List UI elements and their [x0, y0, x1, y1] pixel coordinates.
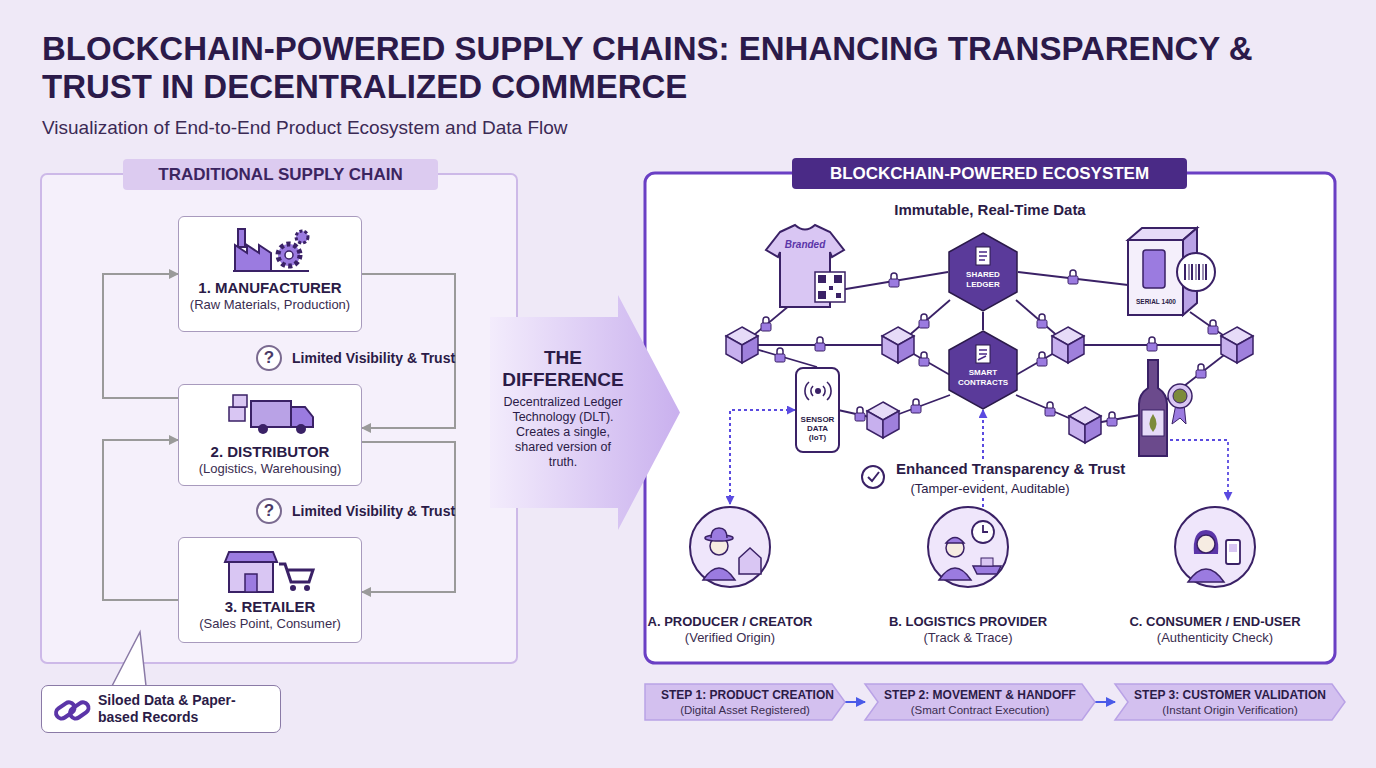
panel: BLOCKCHAIN-POWERED ECOSYSTEM SHARED LEDG… — [645, 173, 1335, 663]
contract-icon — [975, 344, 991, 364]
document-icon — [975, 246, 991, 266]
connector — [103, 440, 178, 600]
box-subtext: (Sales Point, Consumer) — [199, 616, 341, 632]
step-heading: STEP 1: PRODUCT CREATION — [645, 688, 845, 703]
step-heading: STEP 3: CUSTOMER VALIDATION — [1115, 688, 1345, 703]
role-subtext: (Track & Trace) — [923, 630, 1012, 646]
bottle — [1139, 360, 1192, 456]
question-mark: ? — [264, 501, 274, 521]
role-circle: C. CONSUMER / END-USER(Authenticity Chec… — [1120, 504, 1310, 650]
factory-icon — [231, 223, 311, 275]
truck-icon — [221, 389, 321, 439]
hexagon: SHARED LEDGER — [948, 232, 1018, 312]
sensor-icon — [805, 377, 831, 407]
box-heading: 2. DISTRIBUTOR — [211, 443, 330, 461]
panel-subheading: Immutable, Real-Time Data — [840, 201, 1140, 219]
panel-heading: BLOCKCHAIN-POWERED ECOSYSTEM — [792, 158, 1187, 189]
note-label: Limited Visibility & Trust — [292, 502, 455, 520]
question-circle: ? — [256, 498, 282, 524]
blockchain-panel — [645, 173, 1335, 663]
connector — [1095, 701, 1115, 703]
step-chevron: STEP 2: MOVEMENT & HANDOFF(Smart Contrac… — [865, 684, 1095, 720]
role-circle: A. PRODUCER / CREATOR(Verified Origin) — [640, 504, 820, 650]
sensor-device: SENSOR DATA (IoT) — [795, 367, 840, 453]
role-heading: A. PRODUCER / CREATOR — [648, 614, 813, 630]
logistics-icon — [927, 506, 1009, 588]
box-heading: 1. MANUFACTURER — [198, 279, 341, 297]
box-heading: 3. RETAILER — [225, 598, 316, 616]
step-subtext: (Digital Asset Registered) — [645, 703, 845, 717]
serial-label: SERIAL 1400 — [1129, 298, 1183, 306]
store-icon — [225, 544, 317, 596]
chain-icon — [52, 694, 94, 726]
panel: TRADITIONAL SUPPLY CHAIN 1. MANUFACTURER… — [41, 174, 517, 663]
callout-text: Siloed Data & Paper-based Records — [98, 686, 274, 726]
step-heading: STEP 2: MOVEMENT & HANDOFF — [865, 688, 1095, 703]
sensor-label: SENSOR DATA (IoT) — [798, 415, 838, 442]
process-box: 2. DISTRIBUTOR(Logistics, Warehousing) — [178, 384, 362, 486]
role-subtext: (Verified Origin) — [685, 630, 775, 646]
producer-icon — [689, 506, 771, 588]
benefit-heading: Enhanced Transparency & Trust — [893, 460, 1128, 478]
process-box: 1. MANUFACTURER(Raw Materials, Productio… — [178, 216, 362, 332]
note-label: Limited Visibility & Trust — [292, 349, 455, 367]
step-chevron: STEP 3: CUSTOMER VALIDATION(Instant Orig… — [1115, 684, 1345, 720]
product-box — [1128, 228, 1215, 315]
traditional-panel — [41, 174, 517, 663]
connector — [845, 701, 865, 703]
step-subtext: (Smart Contract Execution) — [865, 703, 1095, 717]
subtitle: Visualization of End-to-End Product Ecos… — [42, 117, 942, 139]
arrow-text: Decentralized Ledger Technology (DLT). C… — [502, 395, 624, 470]
process-box: 3. RETAILER(Sales Point, Consumer) — [178, 537, 362, 643]
role-subtext: (Authenticity Check) — [1157, 630, 1273, 646]
step-subtext: (Instant Origin Verification) — [1115, 703, 1345, 717]
connector — [103, 274, 178, 398]
consumer-icon — [1174, 506, 1256, 588]
check-icon — [862, 466, 884, 488]
role-heading: C. CONSUMER / END-USER — [1129, 614, 1300, 630]
box-subtext: (Logistics, Warehousing) — [199, 461, 342, 477]
connector — [730, 410, 795, 504]
step-chevron: STEP 1: PRODUCT CREATION(Digital Asset R… — [645, 684, 845, 720]
box-subtext: (Raw Materials, Production) — [190, 297, 350, 313]
role-heading: B. LOGISTICS PROVIDER — [889, 614, 1047, 630]
arrow-heading: THE DIFFERENCE — [493, 347, 633, 391]
shirt-brand: Branded — [780, 239, 830, 251]
callout-tail — [112, 632, 146, 686]
page-title: BLOCKCHAIN-POWERED SUPPLY CHAINS: ENHANC… — [42, 30, 1342, 106]
bottle-to-consumer — [1170, 440, 1228, 500]
question-circle: ? — [256, 345, 282, 371]
role-circle: B. LOGISTICS PROVIDER(Track & Trace) — [878, 504, 1058, 650]
hexagon-label: SMART CONTRACTS — [953, 368, 1013, 388]
connector — [982, 312, 984, 330]
tshirt — [766, 225, 845, 307]
callout-box: Siloed Data & Paper-based Records — [41, 685, 281, 733]
difference-arrow: THE DIFFERENCEDecentralized Ledger Techn… — [490, 295, 680, 530]
hexagon-label: SHARED LEDGER — [953, 270, 1013, 290]
question-mark: ? — [264, 348, 274, 368]
benefit-subtext: (Tamper-evident, Auditable) — [905, 481, 1075, 497]
panel-heading: TRADITIONAL SUPPLY CHAIN — [123, 159, 438, 190]
hexagon: SMART CONTRACTS — [948, 330, 1018, 410]
